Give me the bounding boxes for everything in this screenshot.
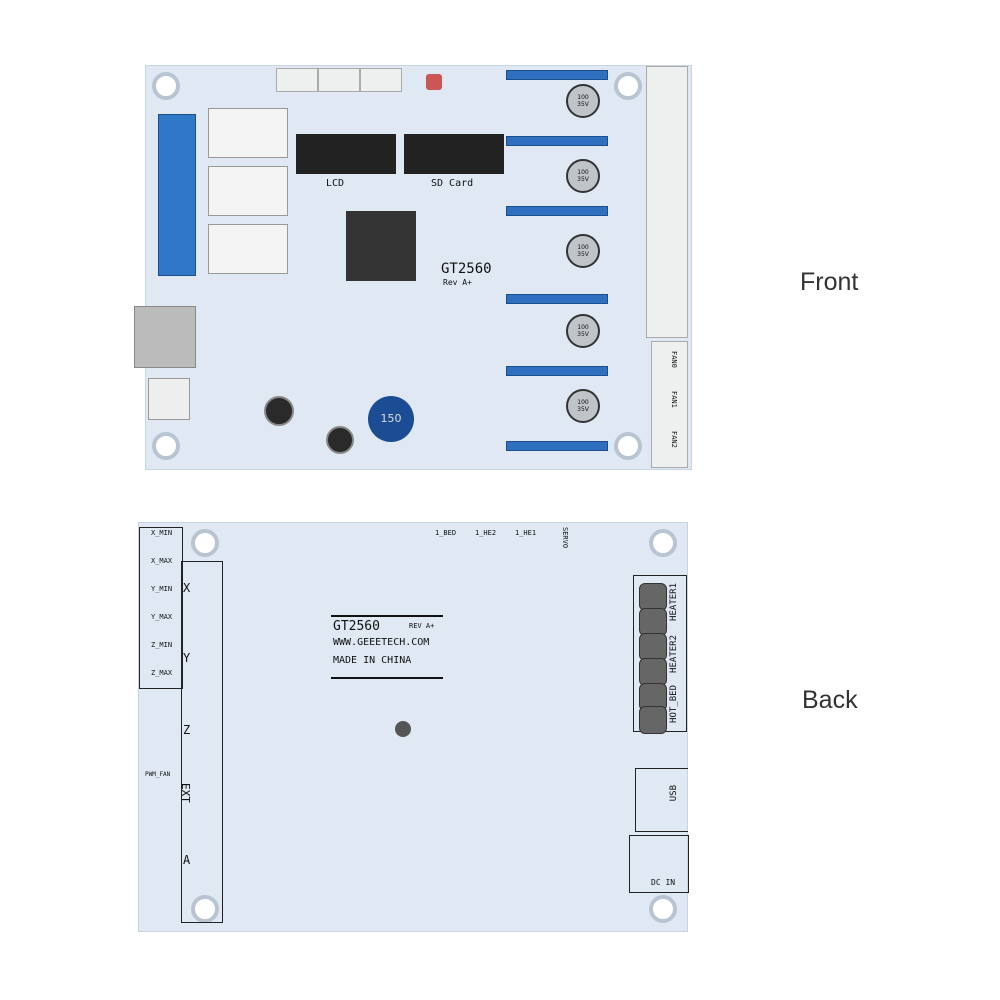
front-model-label: GT2560 xyxy=(441,261,492,277)
fan2-label: FAN2 xyxy=(670,431,678,448)
mosfet-heatsink xyxy=(208,166,288,216)
mounting-hole xyxy=(191,529,219,557)
pwm-fan-label: PWM_FAN xyxy=(145,771,171,778)
mounting-hole xyxy=(191,895,219,923)
inductor: 150 xyxy=(368,396,414,442)
terminal-pad xyxy=(639,706,667,734)
fan-connectors xyxy=(651,341,688,468)
back-label: Back xyxy=(802,686,858,714)
capacitor: 100 35V xyxy=(566,389,600,423)
header-label: 1_HE2 xyxy=(475,529,497,537)
front-board: LCD SD Card GT2560 Rev A+ 150 100 35V 10… xyxy=(134,65,692,470)
silkscreen-title-block: GT2560 REV A+ WWW.GEEETECH.COM MADE IN C… xyxy=(331,615,443,679)
fan0-label: FAN0 xyxy=(670,351,678,368)
mosfet-heatsink xyxy=(208,224,288,274)
top-connector xyxy=(276,68,318,92)
heater1-label: HEATER1 xyxy=(669,583,679,621)
capacitor-label: 100 35V xyxy=(577,94,589,108)
motor-label: EXT xyxy=(179,783,192,803)
stepper-driver-header xyxy=(506,136,608,146)
right-connector-column xyxy=(646,66,688,338)
usb-outline xyxy=(635,768,688,832)
header-label: SERVO xyxy=(561,527,569,549)
stepper-driver-header xyxy=(506,206,608,216)
mounting-hole xyxy=(649,895,677,923)
back-rev-label: REV A+ xyxy=(409,622,435,630)
stepper-driver-header xyxy=(506,70,608,80)
reset-button xyxy=(426,74,442,90)
power-connector xyxy=(148,378,190,420)
microcontroller-chip xyxy=(346,211,416,281)
motor-outline xyxy=(181,561,223,923)
usb-b-port xyxy=(134,306,196,368)
stepper-driver-header xyxy=(506,294,608,304)
sd-card-label: SD Card xyxy=(431,178,474,189)
mounting-hole xyxy=(614,72,642,100)
top-connector xyxy=(318,68,360,92)
motor-label: Z xyxy=(183,723,191,737)
endstop-label: X_MAX xyxy=(151,557,173,565)
terminal-pad xyxy=(639,658,667,686)
inductor-label: 150 xyxy=(380,412,402,425)
endstop-label: Y_MAX xyxy=(151,613,173,621)
top-connector xyxy=(360,68,402,92)
screw-terminal-block xyxy=(158,114,196,276)
capacitor: 100 35V xyxy=(566,314,600,348)
capacitor-label: 100 35V xyxy=(577,244,589,258)
back-board: X_MIN X_MAX Y_MIN Y_MAX Z_MIN Z_MAX X Y … xyxy=(138,522,689,932)
capacitor: 100 35V xyxy=(566,159,600,193)
endstop-label: X_MIN xyxy=(151,529,173,537)
capacitor-label: 100 35V xyxy=(577,169,589,183)
mounting-hole xyxy=(152,72,180,100)
back-model-label: GT2560 xyxy=(333,619,380,634)
capacitor-label: 100 35V xyxy=(577,324,589,338)
fan1-label: FAN1 xyxy=(670,391,678,408)
motor-label: X xyxy=(183,581,191,595)
mounting-hole xyxy=(649,529,677,557)
capacitor-label: 100 35V xyxy=(577,399,589,413)
capacitor: 100 35V xyxy=(566,234,600,268)
usb-label: USB xyxy=(669,785,679,802)
motor-label: A xyxy=(183,853,191,867)
made-in-label: MADE IN CHINA xyxy=(333,655,412,666)
header-label: 1_HE1 xyxy=(515,529,537,537)
lcd-label: LCD xyxy=(326,178,345,189)
hot-bed-label: HOT_BED xyxy=(669,685,679,723)
stepper-driver-header xyxy=(506,366,608,376)
url-label: WWW.GEEETECH.COM xyxy=(333,637,430,648)
mounting-hole xyxy=(614,432,642,460)
endstop-outline xyxy=(139,527,183,689)
terminal-pad xyxy=(639,583,667,611)
dc-in-label: DC IN xyxy=(651,878,676,887)
motor-label: Y xyxy=(183,651,191,665)
endstop-label: Z_MIN xyxy=(151,641,173,649)
front-rev-label: Rev A+ xyxy=(443,278,472,287)
terminal-pad xyxy=(639,633,667,661)
stepper-driver-header xyxy=(506,441,608,451)
heater2-label: HEATER2 xyxy=(669,635,679,673)
endstop-label: Y_MIN xyxy=(151,585,173,593)
mosfet-heatsink xyxy=(208,108,288,158)
capacitor xyxy=(264,396,294,426)
solder-joint xyxy=(395,721,411,737)
front-label: Front xyxy=(800,268,859,296)
mounting-hole xyxy=(152,432,180,460)
header-label: 1_BED xyxy=(435,529,457,537)
sd-card-header xyxy=(404,134,504,174)
capacitor: 100 35V xyxy=(566,84,600,118)
endstop-label: Z_MAX xyxy=(151,669,173,677)
lcd-header xyxy=(296,134,396,174)
dc-in-outline xyxy=(629,835,689,893)
terminal-pad xyxy=(639,608,667,636)
capacitor xyxy=(326,426,354,454)
